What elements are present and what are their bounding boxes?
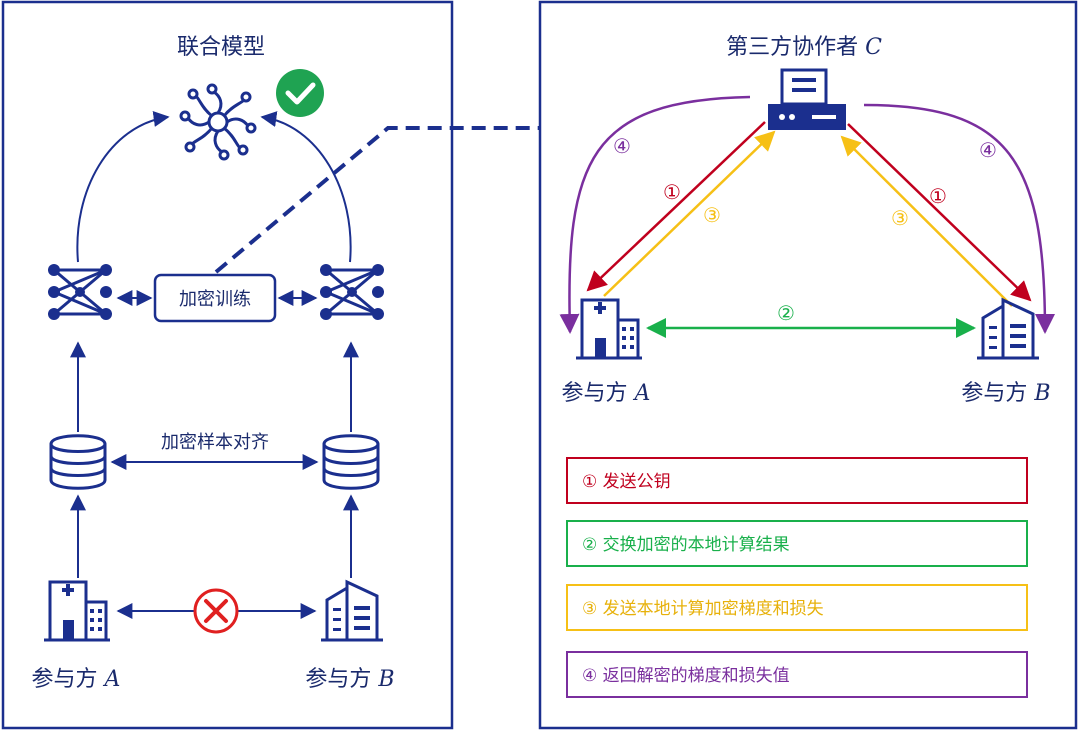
left-party-a-letter: A (103, 667, 121, 692)
step4-arrow-to-a (559, 95, 751, 334)
left-party-b-prefix: 参与方 (305, 667, 378, 692)
neural-network-icon-a (46, 262, 114, 322)
right-party-b-prefix: 参与方 (961, 381, 1034, 406)
coordinator-label: 第三方协作者 C (726, 35, 882, 60)
left-party-b-letter: B (377, 667, 394, 692)
cross-icon (193, 588, 239, 634)
server-icon (768, 68, 846, 130)
arc-a-to-model (76, 111, 170, 263)
step1-arrow-to-b (847, 123, 1032, 302)
sample-alignment-label: 加密样本对齐 (161, 432, 269, 453)
legend-item-1: ① 发送公钥 (582, 472, 671, 492)
legend-item-3: ③ 发送本地计算加密梯度和损失 (582, 599, 824, 619)
encrypted-training-label: 加密训练 (179, 289, 251, 310)
right-party-b-label: 参与方 B (961, 381, 1050, 406)
encrypted-training-box (153, 273, 277, 323)
coordinator-letter: C (865, 35, 882, 60)
step2-marker: ② (777, 301, 795, 325)
right-party-a-letter: A (633, 381, 651, 406)
legend: ① 发送公钥 ② 交换加密的本地计算结果 ③ 发送本地计算加密梯度和损失 ④ 返… (566, 457, 1028, 698)
step3-marker-left: ③ (703, 203, 721, 227)
database-icon-a (49, 434, 107, 490)
legend-item-1-frame (566, 457, 1028, 504)
legend-item-3-num: ③ (582, 599, 597, 619)
hospital-icon-a (42, 580, 112, 642)
legend-item-3-text: 发送本地计算加密梯度和损失 (603, 599, 824, 619)
right-party-a-prefix: 参与方 (562, 381, 635, 406)
right-party-b-letter: B (1033, 381, 1050, 406)
legend-item-4-frame (566, 651, 1028, 698)
joint-model-title: 联合模型 (177, 35, 265, 60)
database-icon-b (322, 434, 380, 490)
step1-arrow-to-a (586, 121, 766, 292)
step3-arrow-from-a (603, 130, 776, 297)
step1-marker-left: ① (663, 180, 681, 204)
left-panel-frame (1, 0, 454, 730)
left-party-a-label: 参与方 A (32, 667, 121, 692)
legend-item-4-text: 返回解密的梯度和损失值 (603, 666, 790, 686)
step3-arrow-from-b (840, 135, 1013, 307)
right-panel-frame (538, 0, 1078, 730)
legend-item-4-num: ④ (582, 666, 597, 686)
legend-item-2-num: ② (582, 535, 597, 555)
joint-model-icon (179, 83, 257, 161)
check-icon (276, 69, 324, 117)
right-party-a-label: 参与方 A (562, 381, 651, 406)
step1-marker-right: ① (929, 184, 947, 208)
legend-item-2-frame (566, 520, 1028, 567)
legend-item-1-num: ① (582, 472, 597, 492)
legend-item-4: ④ 返回解密的梯度和损失值 (582, 666, 790, 686)
step4-marker-left: ④ (613, 134, 631, 158)
dashed-connector (214, 126, 540, 274)
hospital-icon-right-a (574, 298, 644, 360)
legend-item-2-text: 交换加密的本地计算结果 (603, 535, 790, 555)
legend-item-1-text: 发送公钥 (603, 472, 671, 492)
step4-arrow-to-b (863, 103, 1055, 334)
neural-network-icon-b (318, 262, 386, 322)
arc-b-to-model (260, 111, 352, 263)
step3-marker-right: ③ (891, 206, 909, 230)
office-icon-b (319, 580, 385, 642)
step4-marker-right: ④ (979, 138, 997, 162)
left-party-b-label: 参与方 B (305, 667, 394, 692)
coordinator-prefix: 第三方协作者 (726, 35, 865, 60)
legend-item-2: ② 交换加密的本地计算结果 (582, 535, 790, 555)
legend-item-3-frame (566, 584, 1028, 631)
left-party-a-prefix: 参与方 (32, 667, 105, 692)
office-icon-right-b (975, 298, 1041, 360)
